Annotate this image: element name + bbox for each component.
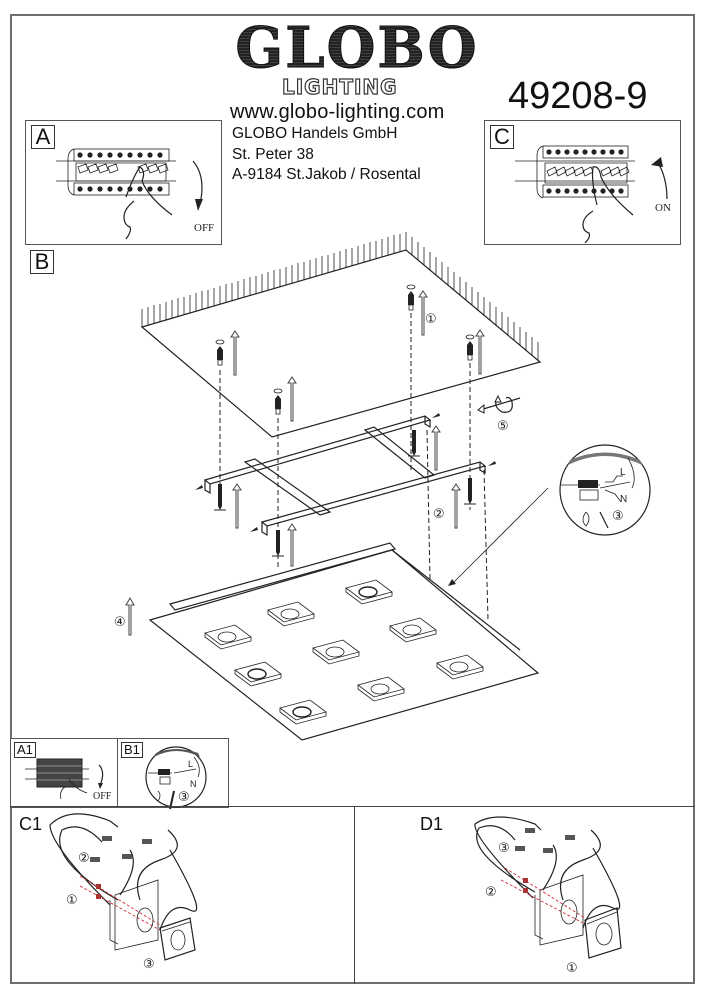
off-rotate-arrow-icon xyxy=(192,160,203,200)
wire-l-label: L xyxy=(620,467,626,478)
up-arrow-icon xyxy=(125,596,135,636)
step-marker-2: ② xyxy=(433,507,445,522)
detail-step-marker: ③ xyxy=(612,509,624,524)
step-b1-label: B1 xyxy=(121,742,143,758)
company-name: GLOBO Handels GmbH xyxy=(232,125,398,142)
step-a-label: A xyxy=(31,125,55,149)
d1-diagram: ① ② ③ xyxy=(474,816,622,976)
step-c-label: C xyxy=(490,125,514,149)
step-c-panel: C ON xyxy=(484,120,681,245)
wiring-detail: L N ③ xyxy=(559,444,651,536)
city-address: A-9184 St.Jakob / Rosental xyxy=(232,166,421,183)
wall-plug-icon xyxy=(215,284,475,415)
lamp-panel xyxy=(148,487,549,741)
d1-step-1: ① xyxy=(566,961,578,976)
circuit-breaker-icon: OFF xyxy=(25,758,112,802)
step-c1-label: C1 xyxy=(19,814,43,834)
brand-text: GLOBO xyxy=(235,15,478,81)
step-b-label: B xyxy=(30,250,54,274)
d1-step-3: ③ xyxy=(498,841,510,856)
on-text: ON xyxy=(655,202,671,214)
screwdriver-icon xyxy=(599,511,609,529)
off-text: OFF xyxy=(93,791,112,802)
step-a1-panel: A1 OFF xyxy=(10,738,118,808)
globo-logo: GLOBO xyxy=(235,15,477,82)
website-link[interactable]: www.globo-lighting.com xyxy=(230,101,445,123)
step-b1-panel: B1 L N ③ xyxy=(117,738,229,810)
c1-step-3: ③ xyxy=(143,957,155,972)
assembly-diagram: ① ⑤ ② xyxy=(114,232,651,741)
mounting-bracket xyxy=(203,415,487,537)
section-divider-vertical xyxy=(354,806,355,984)
wire-l-label: L xyxy=(188,759,193,769)
step-d1-label: D1 xyxy=(420,814,444,834)
off-text: OFF xyxy=(194,222,214,234)
page-frame xyxy=(10,14,695,984)
rotate-arrow-icon xyxy=(477,394,521,414)
c1-step-2: ② xyxy=(78,851,90,866)
step-a-panel: A OFF xyxy=(25,120,222,245)
b1-step-marker: ③ xyxy=(178,790,190,805)
step-marker-4: ④ xyxy=(114,615,126,630)
circuit-breaker-icon: OFF xyxy=(56,148,214,240)
model-number: 49208-9 xyxy=(508,75,648,117)
hand-icon xyxy=(582,166,634,244)
c1-diagram: ① ② ③ xyxy=(49,813,198,972)
step-marker-5: ⑤ xyxy=(497,419,509,434)
sub-brand: LIGHTING xyxy=(281,74,398,99)
step-marker-1: ① xyxy=(425,312,437,327)
ceiling xyxy=(140,232,542,438)
wiring-detail-small: L N ③ xyxy=(145,746,207,810)
d1-step-2: ② xyxy=(485,885,497,900)
screw-icon xyxy=(195,413,496,557)
step-a1-label: A1 xyxy=(14,742,36,758)
up-arrow-icon xyxy=(232,425,461,567)
street-address: St. Peter 38 xyxy=(232,146,314,163)
wire-n-label: N xyxy=(190,779,197,789)
section-divider-horizontal xyxy=(10,806,695,807)
hand-icon xyxy=(123,166,173,240)
wire-n-label: N xyxy=(620,494,627,505)
up-arrow-icon xyxy=(230,290,485,422)
circuit-breaker-icon: ON xyxy=(515,145,671,244)
c1-step-1: ① xyxy=(66,893,78,908)
